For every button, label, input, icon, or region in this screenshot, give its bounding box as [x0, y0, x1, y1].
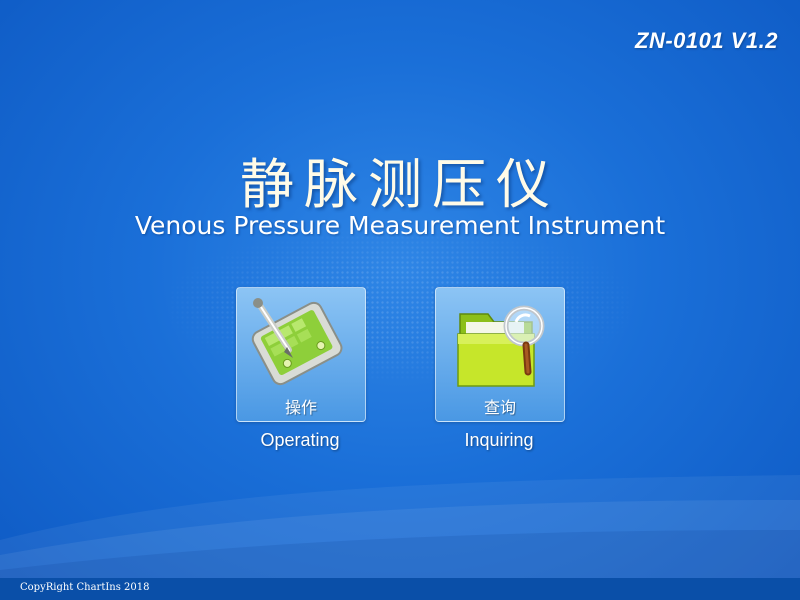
app-title-english: Venous Pressure Measurement Instrument: [134, 211, 666, 240]
app-title-chinese: 静脉测压仪: [240, 153, 560, 216]
copyright-text: CopyRight ChartIns 2018: [20, 582, 150, 593]
tablet-pen-icon: [251, 298, 343, 386]
operating-label[interactable]: Operating: [260, 430, 340, 450]
inquiring-button[interactable]: 查询: [435, 287, 565, 422]
operating-label-chinese: 操作: [284, 398, 317, 417]
operating-button[interactable]: 操作: [236, 287, 366, 422]
wave-decoration: [0, 475, 800, 580]
inquiring-label[interactable]: Inquiring: [464, 430, 534, 450]
folder-search-icon: [457, 305, 545, 387]
inquiring-label-chinese: 查询: [483, 398, 516, 417]
footer-bar: CopyRight ChartIns 2018: [0, 578, 800, 600]
version-label: ZN-0101 V1.2: [635, 28, 778, 53]
